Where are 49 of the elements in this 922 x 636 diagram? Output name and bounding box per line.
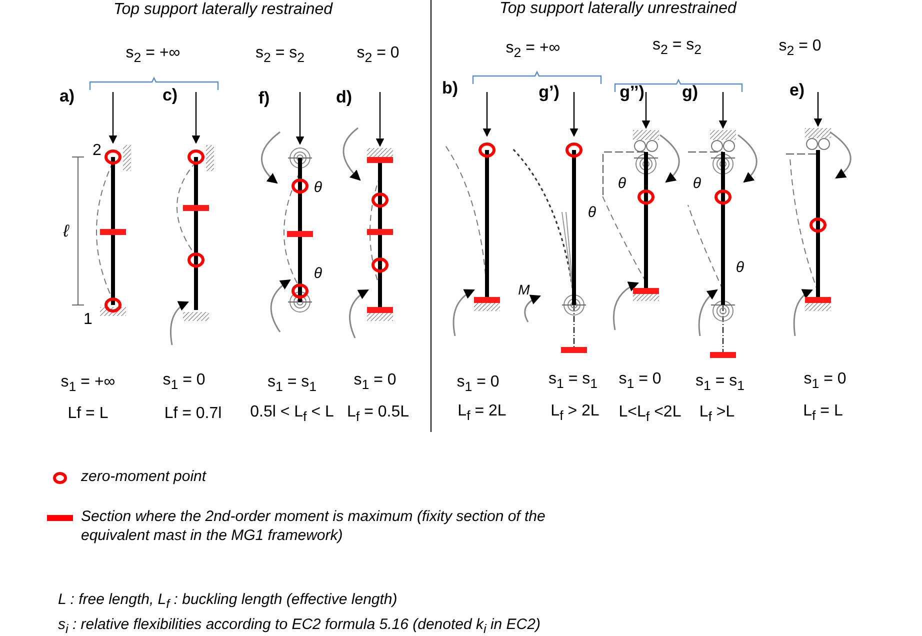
formula-label: s$_{1}$ = 0 (804, 370, 846, 392)
panel-letter: e) (789, 82, 805, 100)
node-number: 2 (92, 142, 102, 160)
note: L : free length, L$_{f}$ : buckling length (effective length) (58, 592, 398, 612)
formula-label: L$_{f}$ = 0.5L (347, 404, 409, 424)
moment-symbol: M (518, 282, 530, 298)
angle-symbol: θ (692, 176, 702, 192)
panel-letter: g’) (538, 84, 560, 102)
angle-symbol: θ (736, 260, 744, 276)
formula-label: s$_{1}$ = +∞ (60, 374, 116, 394)
heading: Top support laterally restrained (113, 1, 333, 19)
formula-label: Lf = 0.7l (164, 405, 222, 423)
panel-letter: b) (442, 80, 458, 98)
panel-letter: d) (336, 88, 352, 108)
formula-label: 0.5l < L$_{f}$ < L (250, 404, 334, 424)
formula-label: L$_{f}$ > 2L (550, 402, 600, 424)
panel-letter: f) (258, 90, 270, 108)
formula-label: L$_{f}$ = L (803, 402, 843, 424)
formula-label: L$_{f}$ >L (699, 404, 735, 424)
formula-label: L<L$_{f}$ <2L (618, 404, 682, 424)
formula-label: L$_{f}$ = 2L (458, 402, 506, 424)
formula-label: s$_{2}$ = s$_{2}$ (255, 44, 305, 66)
angle-symbol: θ (314, 180, 322, 196)
formula-label: s$_{1}$ = s$_{1}$ (548, 370, 598, 392)
length-symbol: ℓ (63, 222, 69, 242)
formula-label: s$_{2}$ = 0 (778, 38, 822, 58)
legend-text: zero-moment point (81, 468, 208, 487)
formula-label: s$_{1}$ = 0 (456, 374, 500, 394)
formula-label: s$_{1}$ = s$_{1}$ (695, 372, 745, 394)
legend-text: Section where the 2nd-order moment is maximum (fixity section of the equivalent mast in the MG1 framework) (81, 508, 546, 546)
angle-symbol: θ (588, 204, 596, 222)
panel-letter: a) (59, 88, 75, 106)
formula-label: s$_{1}$ = s$_{1}$ (267, 374, 317, 394)
panel-letter: g) (682, 84, 698, 102)
formula-label: s$_{1}$ = 0 (618, 370, 662, 392)
formula-label: Lf = L (68, 405, 108, 423)
formula-label: s$_{1}$ = 0 (354, 372, 396, 392)
formula-label: s$_{2}$ = s$_{2}$ (652, 36, 702, 58)
node-number: 1 (84, 311, 92, 329)
formula-label: s$_{1}$ = 0 (162, 372, 206, 392)
formula-label: s$_{2}$ = 0 (356, 44, 400, 66)
note: s$_{i}$ : relative flexibilities according to EC2 formula 5.16 (denoted k$_{i}$ in EC2) (58, 617, 540, 636)
formula-label: s$_{2}$ = +∞ (126, 44, 180, 66)
angle-symbol: θ (314, 266, 322, 282)
panel-letter: g’’) (620, 84, 644, 102)
formula-label: s$_{2}$ = +∞ (506, 40, 560, 60)
panel-letter: c) (162, 86, 178, 106)
heading: Top support laterally unrestrained (500, 0, 736, 18)
angle-symbol: θ (618, 176, 626, 192)
